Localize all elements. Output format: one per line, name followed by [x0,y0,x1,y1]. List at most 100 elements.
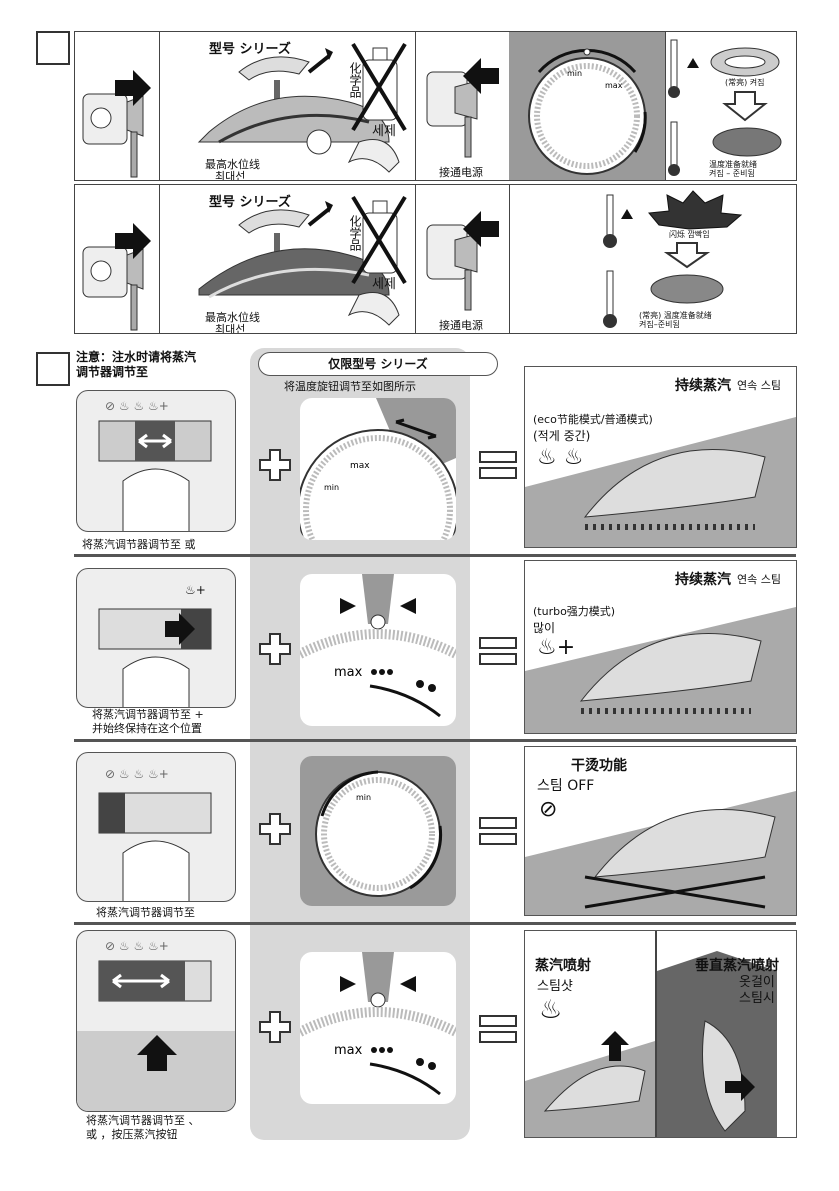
plugin-illustration-b [426,211,499,311]
dial4-max: max [334,1043,363,1058]
model-label-b: 型号 シリーズ [209,195,291,210]
thermo-on-label: (常亮) 켜짐 [725,78,765,87]
fill-water-cell-b: 型号 シリーズ 最高水位线 최대선 化学品 세제 [159,185,416,333]
result-card-3: 干烫功能 스팀 OFF ⊘ [524,746,797,916]
result4-right-kr: 옷걸이 스팀시 [739,975,775,1006]
row-separator-2 [74,739,796,742]
row3-caption: 将蒸汽调节器调节至 [96,906,195,919]
max-water-kr: 최대선 [215,170,246,180]
step-1-box [36,31,70,65]
result-card-2: 持续蒸汽 연속 스팀 (turbo强力模式) 많이 ♨+ [524,560,797,734]
iron-dry-illustration [525,791,796,915]
plus-icon-1 [258,448,292,486]
result1-title-kr: 연속 스팀 [737,379,781,392]
thermostat-flash-illustration [603,190,743,328]
dial-card-4: max [300,952,456,1104]
thermostat-cell-b: 闪烁 깜빡임 (常亮) 温度准备就绪 켜짐–준비됨 [509,185,796,333]
result4-divider [655,931,657,1137]
result3-title-cn: 干烫功能 [571,758,627,774]
steam-setting-icons-4: ⊘ ♨ ♨ ♨+ [105,939,169,953]
no-chemicals-b [349,193,409,293]
step1-row-a: 型号 シリーズ 最高水位线 최대선 化学品 세제 [74,31,797,181]
crossed-bottle-icon [351,42,407,132]
chemicals-kr: 세제 [372,124,396,139]
max-water-cn-b: 最高水位线 [205,311,260,324]
no-chemicals [349,40,409,140]
equals-icon-2 [478,636,518,670]
crossed-bottle-icon-b [351,195,407,285]
no-steam-icon: ⊘ [539,797,558,822]
temperature-dial-icon-1: max min [300,398,456,540]
steam-selector-illustration-4 [77,960,235,1111]
step1-row-b: 型号 シリーズ 最高水位线 최대선 化学品 세제 [74,184,797,334]
temperature-dial-icon-3: min [315,770,443,897]
equals-icon-4 [478,1014,518,1048]
result4-left-cn: 蒸汽喷射 [535,958,591,974]
thermostat-cell: (常亮) 켜짐 温度准备就绪 켜짐 – 준비됨 [665,32,796,180]
steam-icon-low-med: ♨ ♨ [537,445,584,470]
result1-title-cn: 持续蒸汽 [675,378,731,394]
power-label: 接通电源 [439,166,483,179]
row2-caption: 将蒸汽调节器调节至 + 并始终保持在这个位置 [92,708,204,735]
power-label-b: 接通电源 [439,319,483,332]
model-only-banner: 仅限型号 シリーズ [258,352,498,376]
temperature-dial-icon-4: max [300,952,456,1096]
steam-setting-icons: ⊘ ♨ ♨ ♨+ [105,399,169,413]
unplug-illustration-b [82,223,151,331]
equals-icon-1 [478,450,518,484]
result2-sub2: 많이 [533,621,556,635]
dial2-max: max [334,665,363,680]
steam-burst-icon: ♨ [539,995,563,1025]
dial-min-text: min [567,69,582,78]
plus-icon-3 [258,812,292,850]
iron-steam-illustration-2 [525,607,796,733]
plus-icon-4 [258,1010,292,1048]
chemicals-kr-b: 세제 [372,277,396,292]
iron-fill-illustration [197,48,400,173]
steam-selector-card-2: ♨+ [76,568,236,708]
result2-sub1: (turbo强力模式) [533,605,616,618]
fill-note: 注意：注水时请将蒸汽 调节器调节至 [76,350,197,379]
dial-instruction: 将温度旋钮调节至如图所示 [284,380,416,393]
unplug-illustration [82,70,151,178]
chemicals-cn: 化学品 [348,62,362,98]
row-separator-1 [74,554,796,557]
temperature-dial-icon: min max [509,32,665,180]
thermo-ready-label: 温度准备就绪 켜짐 – 준비됨 [709,160,757,178]
power-on-cell: 接通电源 [415,32,510,180]
flash-label: 闪烁 깜빡임 [669,230,710,239]
result1-sub1: (eco节能模式/普通模式) [533,413,653,426]
equals-icon-3 [478,816,518,850]
dial-max-text: max [605,81,623,90]
iron-steam-illustration-1 [525,417,796,547]
steam-selector-card-3: ⊘ ♨ ♨ ♨+ [76,752,236,902]
dial-card-1: max min [300,398,456,540]
result3-title-kr: 스팀 OFF [537,778,595,794]
plug-unplug-cell-b [75,185,160,333]
iron-fill-illustration-b [198,201,400,326]
dial3-min: min [356,793,371,802]
dial-card-3: min [300,756,456,906]
dial-card-2: max [300,574,456,726]
row4-caption: 将蒸汽调节器调节至 、 或 ，按压蒸汽按钮 [86,1114,200,1141]
thermostat-light-illustration [668,39,782,176]
result-card-4: 蒸汽喷射 스팀샷 ♨ 垂直蒸汽喷射 옷걸이 스팀시 [524,930,797,1138]
plug-unplug-cell [75,32,160,180]
chemicals-cn-b: 化学品 [348,215,362,251]
turbo-setting-icon: ♨+ [185,583,206,597]
dial1-max: max [350,461,370,471]
result1-sub2: (적게 중간) [533,429,591,443]
step-2-box [36,352,70,386]
steam-selector-card-4: ⊘ ♨ ♨ ♨+ [76,930,236,1112]
result2-title-kr: 연속 스팀 [737,573,781,586]
steam-selector-illustration-1 [98,420,212,531]
plus-icon-2 [258,632,292,670]
steam-selector-illustration-3 [98,792,212,901]
row1-caption: 将蒸汽调节器调节至 或 [82,538,196,551]
dial-cell: min max [509,32,666,180]
model-label: 型号 シリーズ [209,42,291,57]
max-water-kr-b: 최대선 [215,323,246,333]
temperature-dial-icon-2: max [300,574,456,718]
result4-right-cn: 垂直蒸汽喷射 [695,958,779,974]
steam-icon-turbo: ♨+ [537,635,576,660]
